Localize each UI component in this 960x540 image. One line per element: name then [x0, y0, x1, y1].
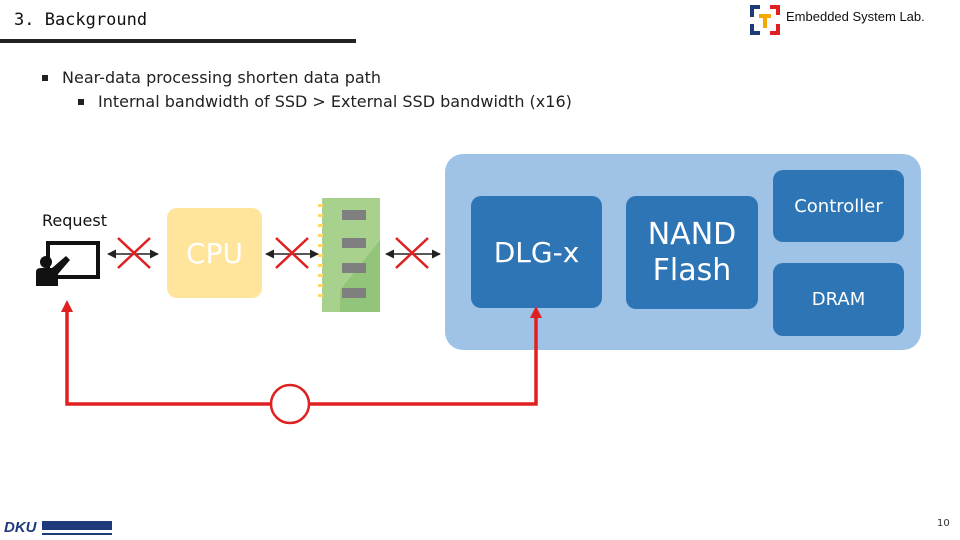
- dlg-x-label: DLG-x: [493, 235, 580, 269]
- request-label: Request: [42, 211, 107, 230]
- controller-box: Controller: [773, 170, 904, 242]
- memory-module-icon: [318, 198, 380, 312]
- blocked-link-request-cpu: [107, 237, 159, 269]
- title-underline: [0, 39, 356, 43]
- dlg-x-box: DLG-x: [471, 196, 602, 308]
- bullet-text: Near-data processing shorten data path: [62, 68, 382, 87]
- slide-title: 3. Background: [14, 10, 148, 30]
- university-logo-icon: DKU: [4, 519, 112, 536]
- bullet-square-icon: [78, 98, 84, 105]
- flash-label: Flash: [652, 252, 732, 288]
- nand-label: NAND: [647, 216, 737, 252]
- cpu-box: CPU: [167, 208, 262, 298]
- page-number: 10: [937, 518, 950, 529]
- lab-name: Embedded System Lab.: [786, 9, 925, 24]
- blocked-link-memory-ssd: [385, 237, 441, 269]
- cpu-label: CPU: [186, 236, 243, 270]
- lab-logo-icon: [750, 5, 780, 35]
- dram-label: DRAM: [811, 289, 866, 310]
- nand-flash-box: NAND Flash: [626, 196, 758, 309]
- dram-box: DRAM: [773, 263, 904, 336]
- svg-text:DKU: DKU: [4, 519, 38, 536]
- controller-label: Controller: [794, 195, 883, 217]
- blocked-link-cpu-memory: [265, 237, 319, 269]
- bullet-level-2: Internal bandwidth of SSD > External SSD…: [78, 92, 572, 111]
- bullet-square-icon: [42, 74, 48, 81]
- bullet-level-1: Near-data processing shorten data path: [42, 68, 381, 87]
- ok-circle-icon: [269, 383, 311, 425]
- presenter-icon: [36, 241, 100, 286]
- bullet-text: Internal bandwidth of SSD > External SSD…: [98, 92, 572, 111]
